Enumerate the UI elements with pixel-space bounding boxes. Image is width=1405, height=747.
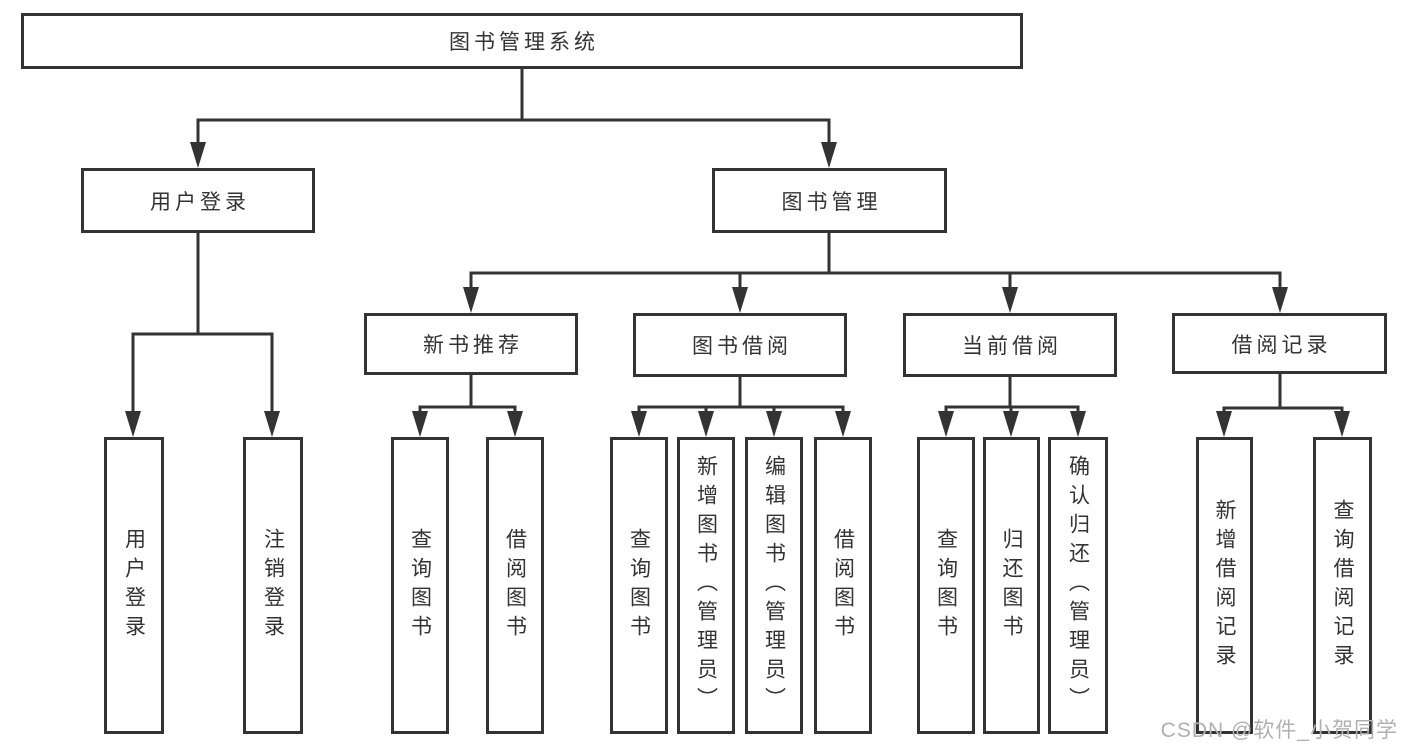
- arrowhead: [125, 411, 141, 437]
- arrowhead: [1003, 411, 1019, 437]
- leaf-newrec-borrow-books: 借阅图书: [486, 437, 544, 734]
- arrowhead: [821, 142, 837, 168]
- leaf-borrow-query-books: 查询图书: [610, 437, 668, 734]
- wire-current-borrowing-to-leaves: [938, 377, 1086, 437]
- wire-new-book-recommend-to-leaves: [412, 375, 523, 437]
- arrowhead: [938, 411, 954, 437]
- leaf-records-add-record: 新增借阅记录: [1196, 437, 1253, 734]
- leaf-current-return-books: 归还图书: [983, 437, 1040, 734]
- wire-borrow-records-to-leaves: [1216, 374, 1350, 437]
- leaf-borrow-edit-books-admin: 编辑图书（管理员）: [745, 437, 803, 734]
- leaf-borrow-add-books-admin: 新增图书（管理员）: [677, 437, 735, 734]
- arrowhead: [698, 411, 714, 437]
- wire-book-management-to-level3: [463, 233, 1288, 313]
- arrowhead: [732, 287, 748, 313]
- leaf-user-login: 用户登录: [104, 437, 164, 734]
- arrowhead: [412, 411, 428, 437]
- arrowhead: [190, 142, 206, 168]
- wire-root-to-level2: [190, 69, 837, 168]
- leaf-current-confirm-return-admin: 确认归还（管理员）: [1048, 437, 1108, 734]
- leaf-records-query-record: 查询借阅记录: [1313, 437, 1372, 734]
- node-user-login: 用户登录: [81, 168, 315, 233]
- arrowhead: [1216, 411, 1232, 437]
- leaf-borrow-borrow-books: 借阅图书: [814, 437, 872, 734]
- node-borrow-records: 借阅记录: [1172, 313, 1387, 374]
- wire-book-borrowing-to-leaves: [631, 377, 851, 437]
- arrowhead: [631, 411, 647, 437]
- leaf-logout: 注销登录: [243, 437, 303, 734]
- arrowhead: [1002, 287, 1018, 313]
- arrowhead: [766, 411, 782, 437]
- node-book-management: 图书管理: [712, 168, 947, 233]
- leaf-newrec-query-books: 查询图书: [391, 437, 449, 734]
- node-library-system: 图书管理系统: [21, 13, 1023, 69]
- node-current-borrowing: 当前借阅: [903, 313, 1117, 377]
- arrowhead: [264, 411, 280, 437]
- wire-user-login-to-leaves: [125, 233, 280, 437]
- node-new-book-recommend: 新书推荐: [364, 313, 578, 375]
- arrowhead: [1334, 411, 1350, 437]
- leaf-current-query-books: 查询图书: [917, 437, 975, 734]
- arrowhead: [1070, 411, 1086, 437]
- arrowhead: [1272, 287, 1288, 313]
- arrowhead: [835, 411, 851, 437]
- arrowhead: [463, 287, 479, 313]
- node-book-borrowing: 图书借阅: [633, 313, 847, 377]
- csdn-watermark: CSDN @软件_小贺同学: [1160, 719, 1398, 742]
- arrowhead: [507, 411, 523, 437]
